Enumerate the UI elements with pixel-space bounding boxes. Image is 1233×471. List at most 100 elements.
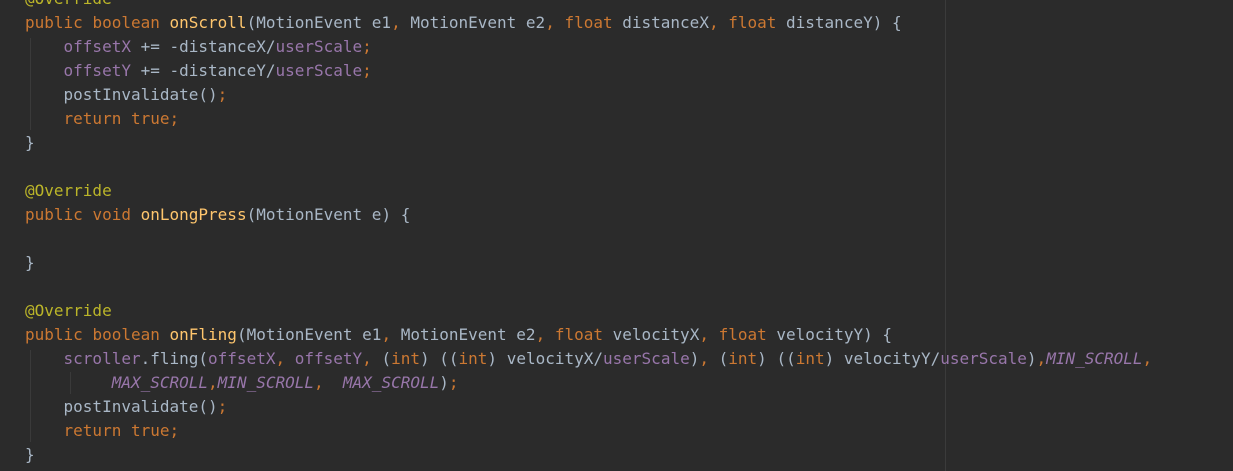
- code-token: }: [25, 133, 35, 152]
- keyword-token: ,: [314, 373, 343, 392]
- keyword-token: ,: [381, 325, 401, 344]
- constant-token: MIN_SCROLL: [1046, 349, 1143, 368]
- keyword-token: ,: [362, 349, 382, 368]
- code-token: ): [1026, 349, 1037, 368]
- keyword-token: public: [25, 325, 93, 344]
- code-token: MotionEvent e2: [410, 13, 546, 32]
- code-token: += -distanceY/: [130, 61, 276, 80]
- code-token: MotionEvent e2: [400, 325, 536, 344]
- code-line[interactable]: @Override: [25, 299, 1152, 323]
- code-token: .fling(: [140, 349, 209, 368]
- code-token: ) ((: [757, 349, 796, 368]
- code-line[interactable]: }: [25, 443, 1152, 467]
- field-token: userScale: [940, 349, 1027, 368]
- annotation-token: @Override: [25, 0, 112, 8]
- code-line[interactable]: [25, 275, 1152, 299]
- code-token: (MotionEvent e1: [246, 13, 392, 32]
- code-token: [25, 61, 64, 80]
- code-line[interactable]: postInvalidate();: [25, 83, 1152, 107]
- code-token: }: [25, 253, 35, 272]
- keyword-token: ;: [362, 37, 372, 56]
- field-token: offsetX: [63, 37, 131, 56]
- code-line[interactable]: offsetX += -distanceX/userScale;: [25, 35, 1152, 59]
- code-token: velocityY) {: [776, 325, 892, 344]
- field-token: offsetY: [294, 349, 363, 368]
- code-token: [25, 37, 64, 56]
- indent-guide: [30, 38, 31, 130]
- keyword-token: return true;: [63, 421, 180, 440]
- keyword-token: ;: [362, 61, 372, 80]
- constant-token: MAX_SCROLL: [342, 373, 440, 392]
- field-token: userScale: [275, 61, 363, 80]
- code-line[interactable]: [25, 155, 1152, 179]
- code-token: (MotionEvent e) {: [246, 205, 411, 224]
- keyword-token: float: [554, 325, 613, 344]
- code-token: distanceX: [622, 13, 709, 32]
- field-token: userScale: [603, 349, 690, 368]
- keyword-token: ,: [708, 13, 729, 32]
- field-token: offsetX: [208, 349, 276, 368]
- code-line[interactable]: }: [25, 251, 1152, 275]
- constant-token: MAX_SCROLL: [111, 373, 209, 392]
- keyword-token: ;: [448, 373, 459, 392]
- code-line[interactable]: MAX_SCROLL,MIN_SCROLL, MAX_SCROLL);: [25, 371, 1152, 395]
- code-line[interactable]: public boolean onScroll(MotionEvent e1, …: [25, 11, 1152, 35]
- keyword-token: ;: [217, 397, 228, 416]
- keyword-token: public: [25, 13, 93, 32]
- code-token: (MotionEvent e1: [236, 325, 382, 344]
- code-line[interactable]: return true;: [25, 419, 1152, 443]
- code-token: ) velocityY/: [824, 349, 941, 368]
- code-line[interactable]: offsetY += -distanceY/userScale;: [25, 59, 1152, 83]
- method-name-token: onLongPress: [140, 205, 247, 224]
- right-margin-guide: [945, 0, 946, 471]
- keyword-token: float: [728, 13, 787, 32]
- code-token: ): [439, 373, 449, 392]
- keyword-token: ,: [391, 13, 411, 32]
- keyword-token: ,: [699, 325, 719, 344]
- code-token: (: [718, 349, 729, 368]
- keyword-token: ,: [699, 349, 719, 368]
- keyword-token: ,: [1036, 349, 1047, 368]
- code-token: postInvalidate(): [25, 397, 218, 416]
- field-token: offsetY: [63, 61, 131, 80]
- code-token: ) ((: [419, 349, 459, 368]
- keyword-token: float: [564, 13, 623, 32]
- keyword-token: int: [458, 349, 488, 368]
- code-token: [25, 109, 64, 128]
- keyword-token: int: [795, 349, 825, 368]
- code-line[interactable]: @Override: [25, 179, 1152, 203]
- keyword-token: void: [92, 205, 141, 224]
- keyword-token: ;: [217, 85, 228, 104]
- code-line[interactable]: postInvalidate();: [25, 395, 1152, 419]
- keyword-token: public: [25, 205, 93, 224]
- keyword-token: int: [728, 349, 758, 368]
- code-token: [25, 421, 64, 440]
- code-token: ) velocityX/: [487, 349, 604, 368]
- code-token: ): [689, 349, 700, 368]
- keyword-token: float: [718, 325, 777, 344]
- code-line[interactable]: scroller.fling(offsetX, offsetY, (int) (…: [25, 347, 1153, 371]
- code-line[interactable]: public boolean onFling(MotionEvent e1, M…: [25, 323, 1152, 347]
- keyword-token: int: [391, 349, 420, 368]
- code-line[interactable]: }: [25, 131, 1152, 155]
- indent-guide: [70, 372, 71, 394]
- code-token: postInvalidate(): [25, 85, 218, 104]
- code-line[interactable]: @Override: [25, 0, 1152, 11]
- code-token: distanceY) {: [786, 13, 902, 32]
- code-token: (: [381, 349, 392, 368]
- annotation-token: @Override: [25, 301, 112, 320]
- keyword-token: ,: [535, 325, 555, 344]
- keyword-token: boolean: [92, 325, 170, 344]
- code-line[interactable]: return true;: [25, 107, 1152, 131]
- code-line[interactable]: public void onLongPress(MotionEvent e) {: [25, 203, 1152, 227]
- keyword-token: ,: [545, 13, 565, 32]
- keyword-token: ,: [208, 373, 218, 392]
- keyword-token: ,: [1142, 349, 1153, 368]
- field-token: scroller: [63, 349, 141, 368]
- code-token: }: [25, 445, 35, 464]
- code-area[interactable]: @Override public boolean onScroll(MotionE…: [25, 0, 1152, 467]
- code-line[interactable]: [25, 227, 1152, 251]
- code-token: += -distanceX/: [130, 37, 276, 56]
- code-token: [25, 349, 64, 368]
